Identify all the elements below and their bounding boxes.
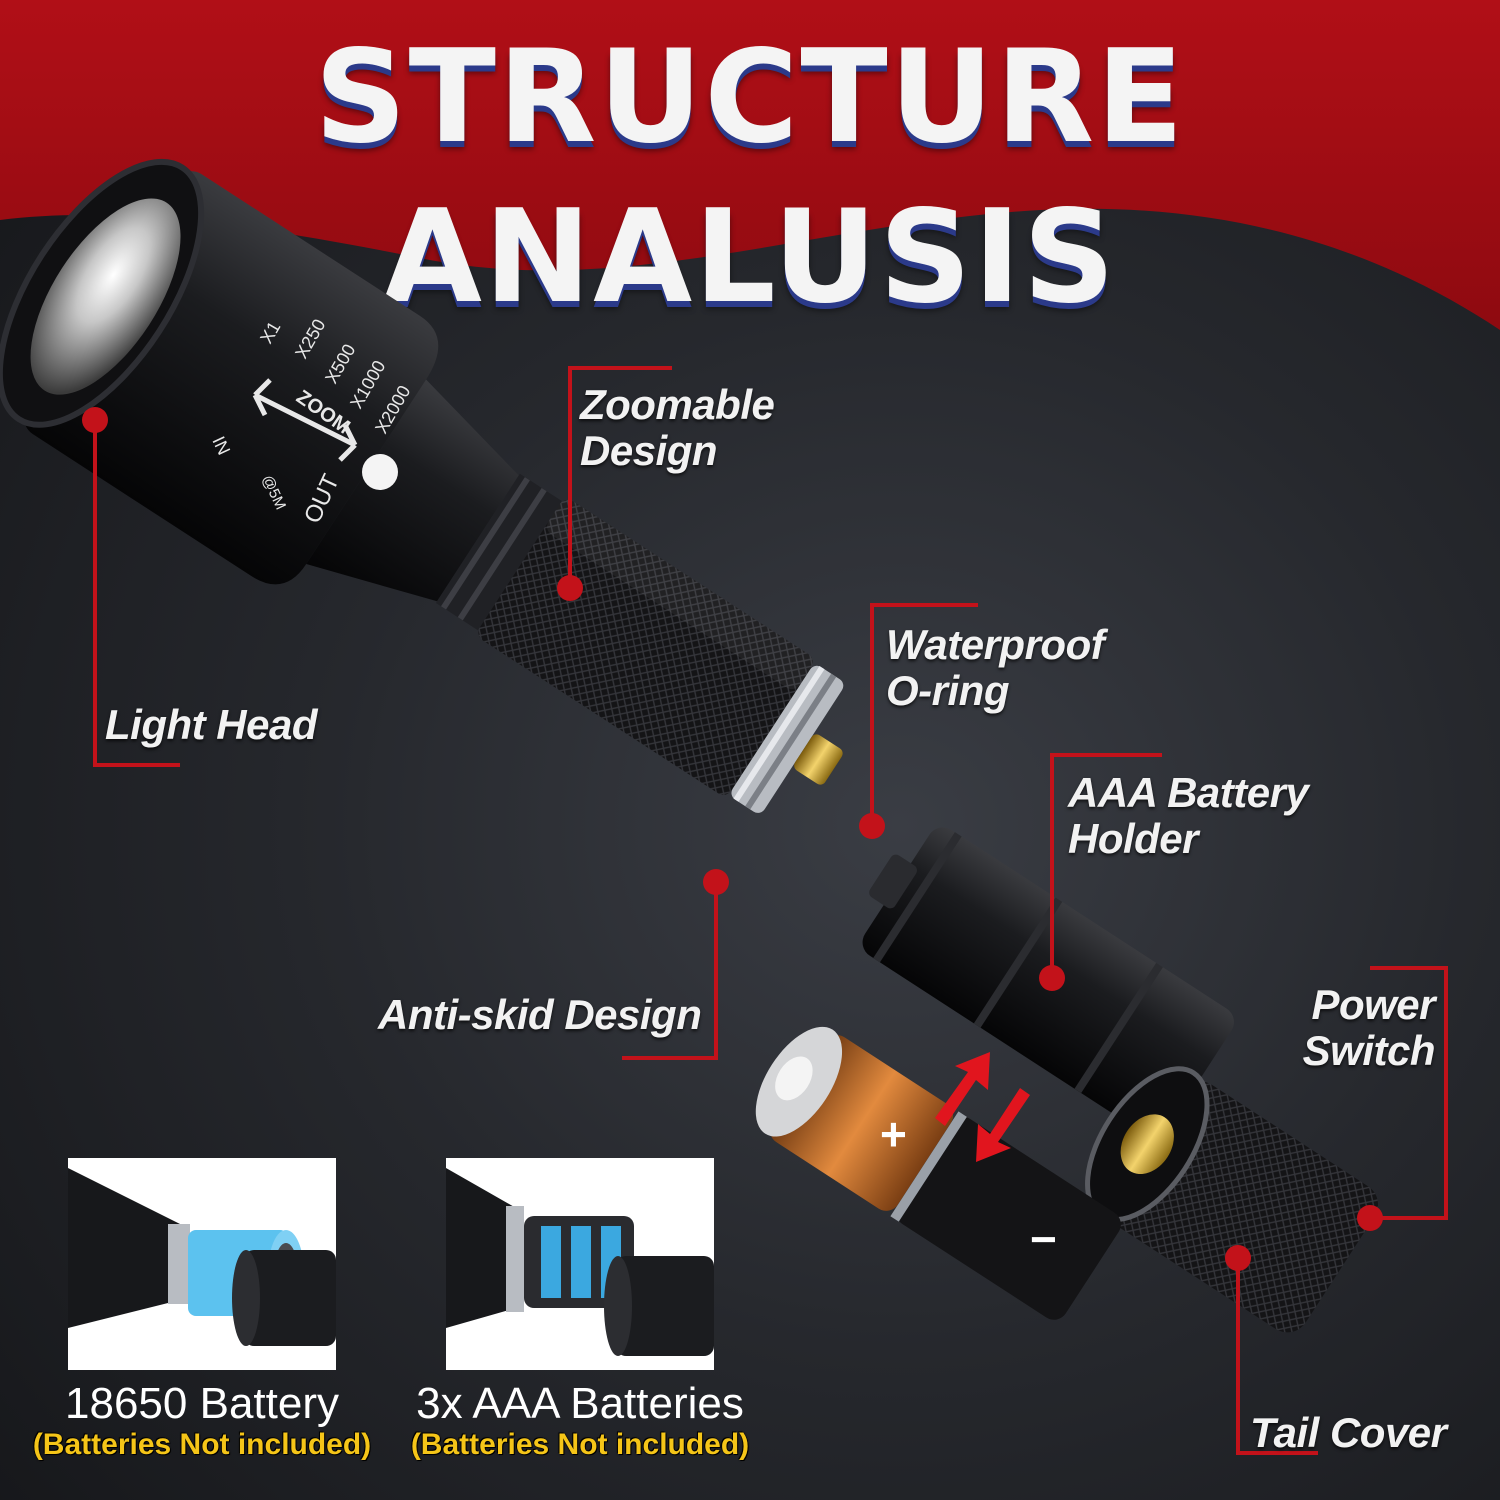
flashlight-body [0, 158, 844, 813]
power-switch-line1: Power [1311, 981, 1435, 1028]
insert-remove-arrows-icon [935, 1052, 1030, 1162]
battery-option-aaa-image [446, 1158, 714, 1370]
light-head-text: Light Head [105, 701, 318, 748]
18650-battery-photo-icon [68, 1168, 336, 1346]
title-banner [0, 0, 1500, 330]
battery-option-aaa-caption: 3x AAA Batteries [416, 1379, 744, 1428]
aaa-holder-photo-icon [446, 1168, 714, 1356]
battery-plus-sign: + [880, 1108, 907, 1160]
zoom-button-icon [362, 454, 398, 490]
aaa-battery [755, 1026, 1121, 1320]
battery-option-18650-note: (Batteries Not included) [32, 1428, 372, 1461]
page-title: STRUCTURE ANALUSIS [314, 23, 1186, 332]
aaa-holder-label: AAA Battery Holder [1068, 769, 1309, 862]
zoomable-line2: Design [580, 427, 718, 474]
tail-cover-text: Tail Cover [1250, 1409, 1447, 1456]
anti-skid-text: Anti-skid Design [378, 991, 702, 1038]
aaa-holder-line2: Holder [1068, 815, 1199, 862]
battery-option-aaa-note: (Batteries Not included) [410, 1428, 750, 1461]
callout-dots [82, 407, 1383, 1271]
anti-skid-label: Anti-skid Design [378, 991, 702, 1038]
tail-cover [1085, 1066, 1379, 1333]
battery-option-18650-image [68, 1158, 336, 1370]
battery-option-18650-caption: 18650 Battery [65, 1379, 339, 1428]
power-switch-label: Power Switch [1230, 981, 1436, 1074]
tail-cover-label: Tail Cover [1250, 1410, 1447, 1456]
zoom-double-arrow-icon [252, 378, 358, 462]
zoomable-line1: Zoomable [580, 381, 775, 428]
waterproof-line2: O-ring [886, 667, 1009, 714]
callout-lines [93, 366, 1448, 1455]
light-head-label: Light Head [105, 701, 318, 748]
waterproof-line1: Waterproof [886, 621, 1105, 668]
aaa-holder-line1: AAA Battery [1068, 769, 1309, 816]
power-switch-line2: Switch [1302, 1027, 1436, 1074]
battery-minus-sign: − [1030, 1213, 1057, 1265]
waterproof-oring-label: Waterproof O-ring [886, 621, 1105, 714]
zoomable-design-label: Zoomable Design [580, 381, 775, 474]
